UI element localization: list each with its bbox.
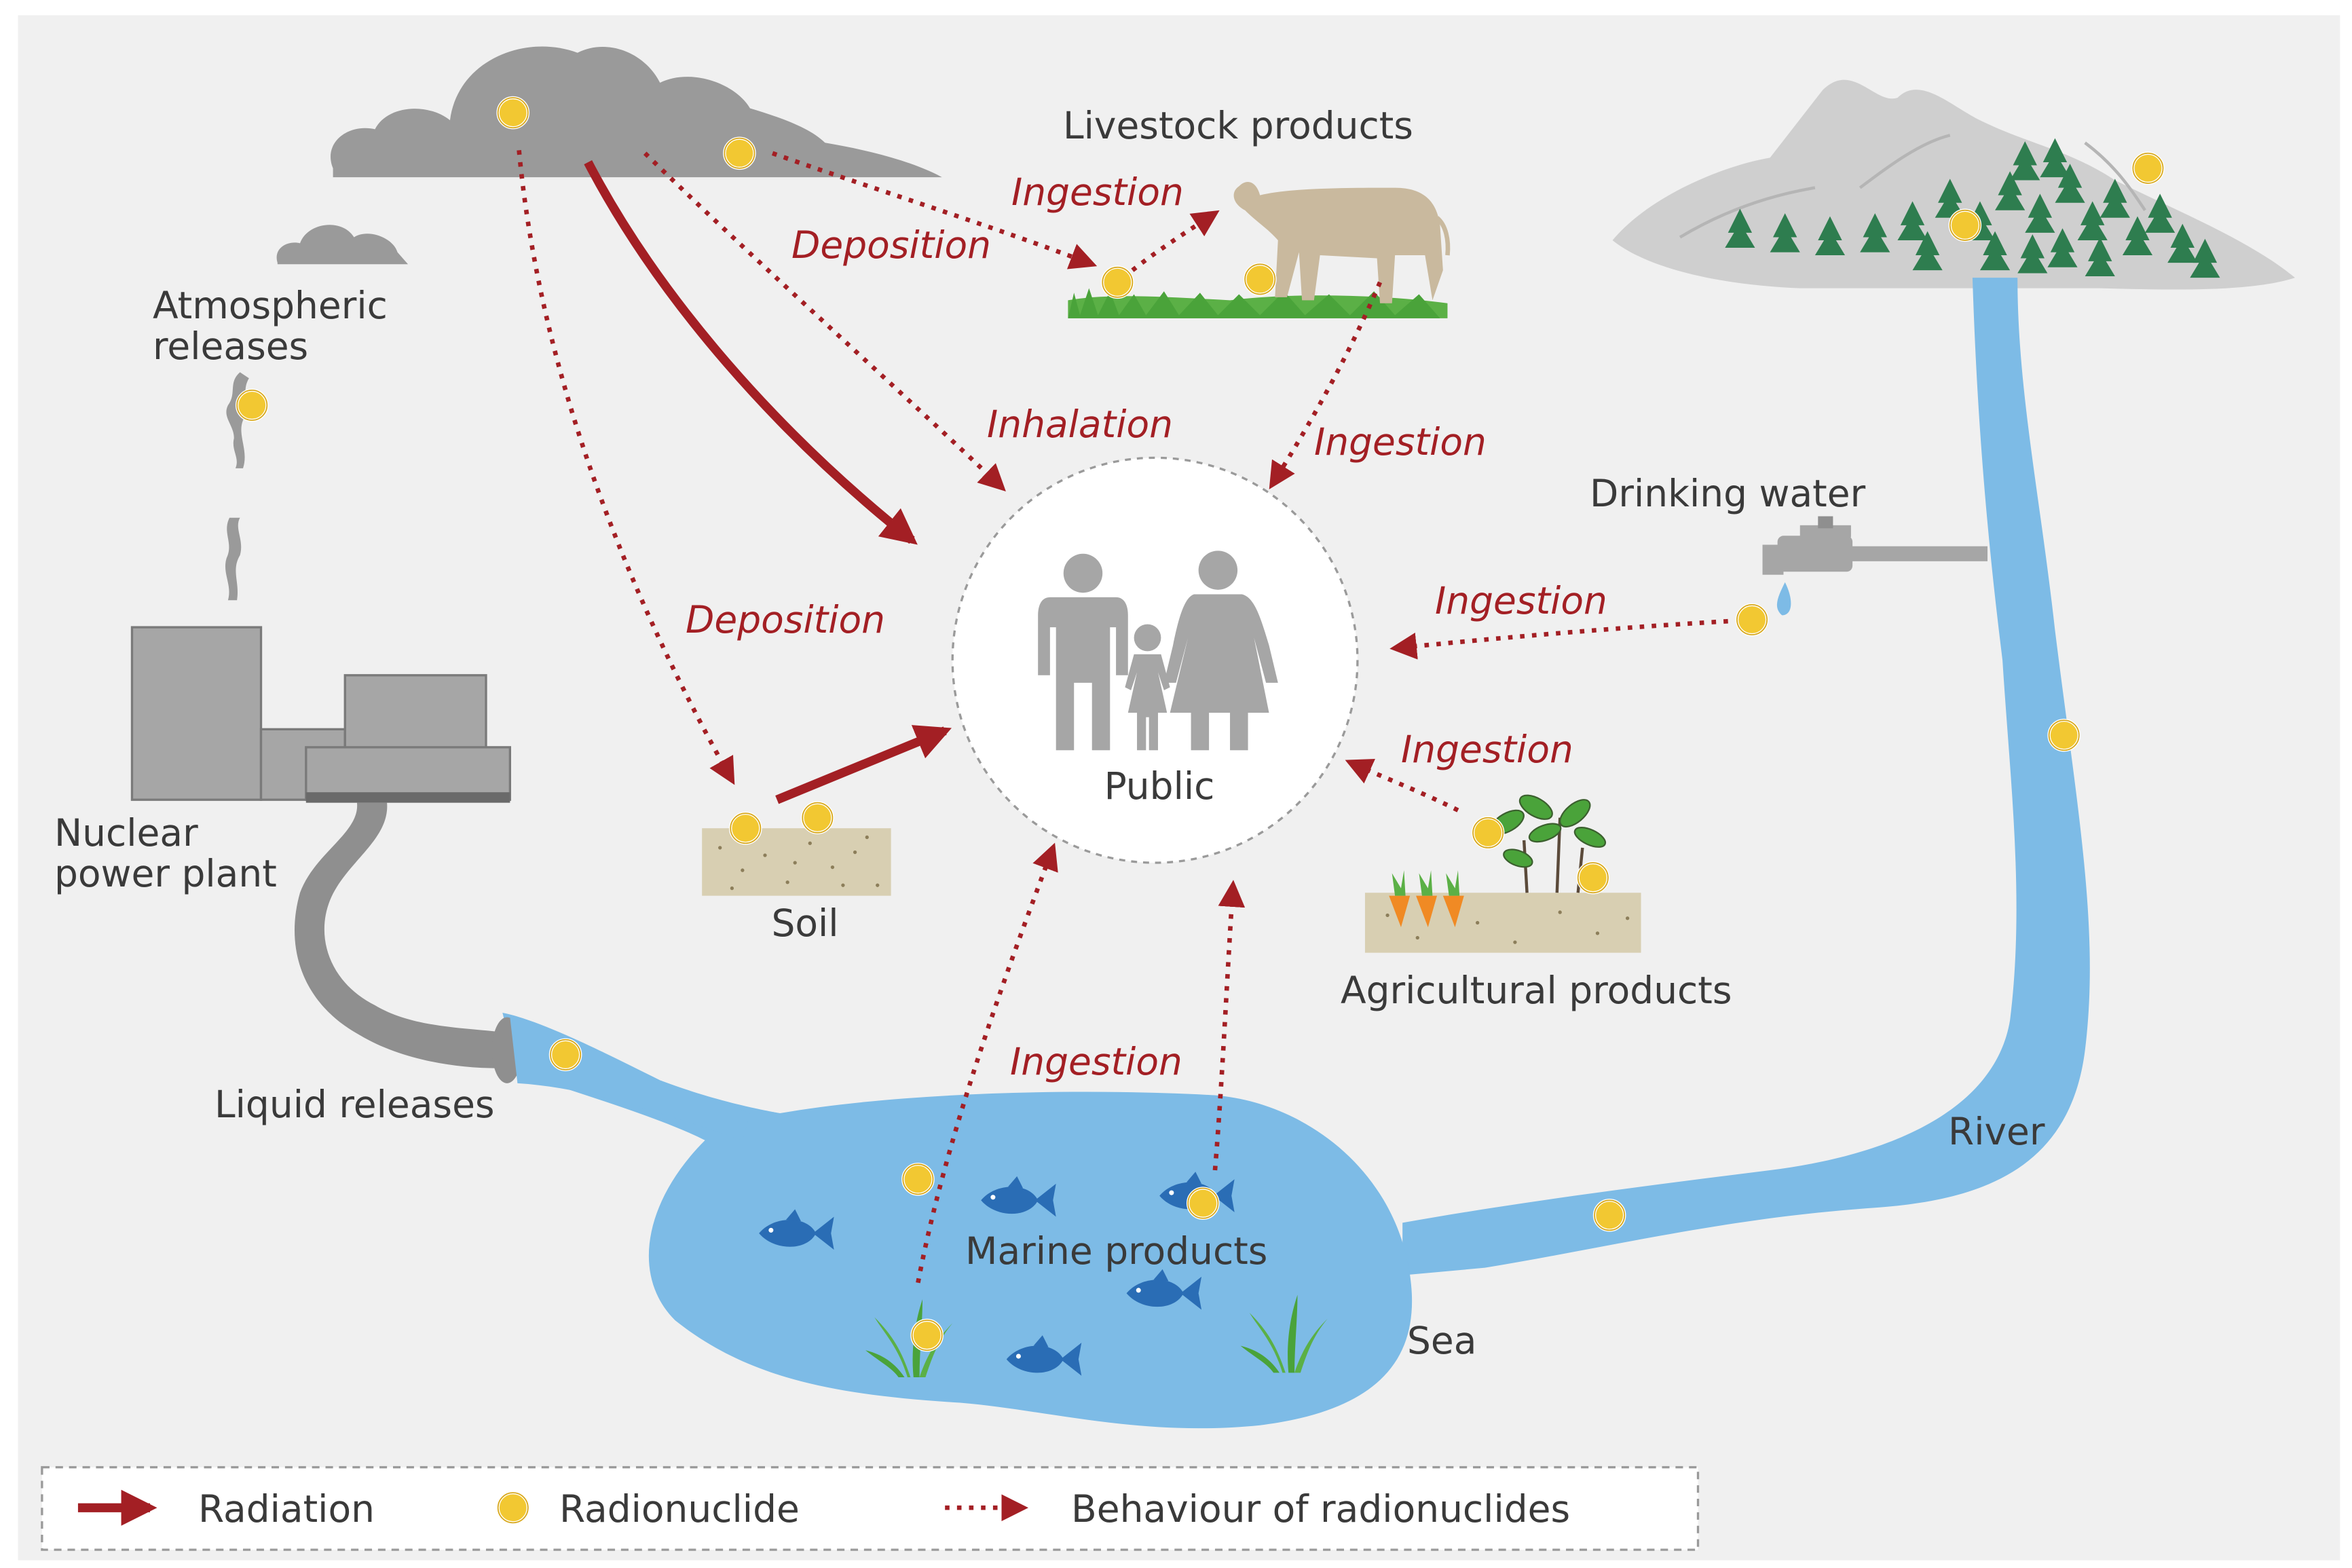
radiation-arrows [584,160,952,804]
label-soil: Soil [771,901,839,945]
pathway-ingestion-livestock: Ingestion [1314,420,1487,464]
label-livestock-products: Livestock products [1063,104,1413,147]
label-drinking-water: Drinking water [1590,472,1866,515]
legend-radiation-label: Radiation [198,1487,375,1531]
label-river: River [1948,1110,2045,1153]
pathway-deposition-soil: Deposition [686,598,886,641]
legend-radionuclide-label: Radionuclide [559,1487,800,1531]
pathway-deposition-grass: Deposition [791,223,992,267]
label-sea: Sea [1407,1319,1477,1362]
pathway-ingestion-agri: Ingestion [1401,728,1573,771]
label-atmospheric-releases-2: releases [153,324,309,368]
pathway-inhalation: Inhalation [987,403,1173,446]
label-liquid-releases: Liquid releases [214,1083,495,1126]
agricultural-block [1364,794,1641,953]
family-icon [1038,550,1278,751]
pathway-ingestion-cow: Ingestion [1011,170,1184,214]
label-nuclear-power-plant-1: Nuclear [54,811,198,855]
pathway-ingestion-marine: Ingestion [1010,1040,1182,1083]
label-agricultural-products: Agricultural products [1341,969,1732,1012]
river [1402,278,2090,1275]
cow-icon [1068,182,1451,318]
behaviour-arrows [517,150,1728,1284]
carrot-icon [1389,870,1464,928]
cloud-icon [276,46,942,265]
label-marine-products: Marine products [965,1229,1268,1273]
legend-box [41,1466,1700,1551]
public-group [951,456,1359,864]
mountain-icon [1612,79,2296,290]
legend-behaviour-label: Behaviour of radionuclides [1071,1487,1571,1531]
label-atmospheric-releases-1: Atmospheric [153,284,388,327]
water-tap-icon [1762,516,1988,616]
label-nuclear-power-plant-2: power plant [54,852,277,895]
label-public: Public [1104,764,1215,808]
soil-block [702,828,891,896]
legend-radionuclide-marker [498,1493,528,1523]
pathway-ingestion-water: Ingestion [1435,579,1607,622]
